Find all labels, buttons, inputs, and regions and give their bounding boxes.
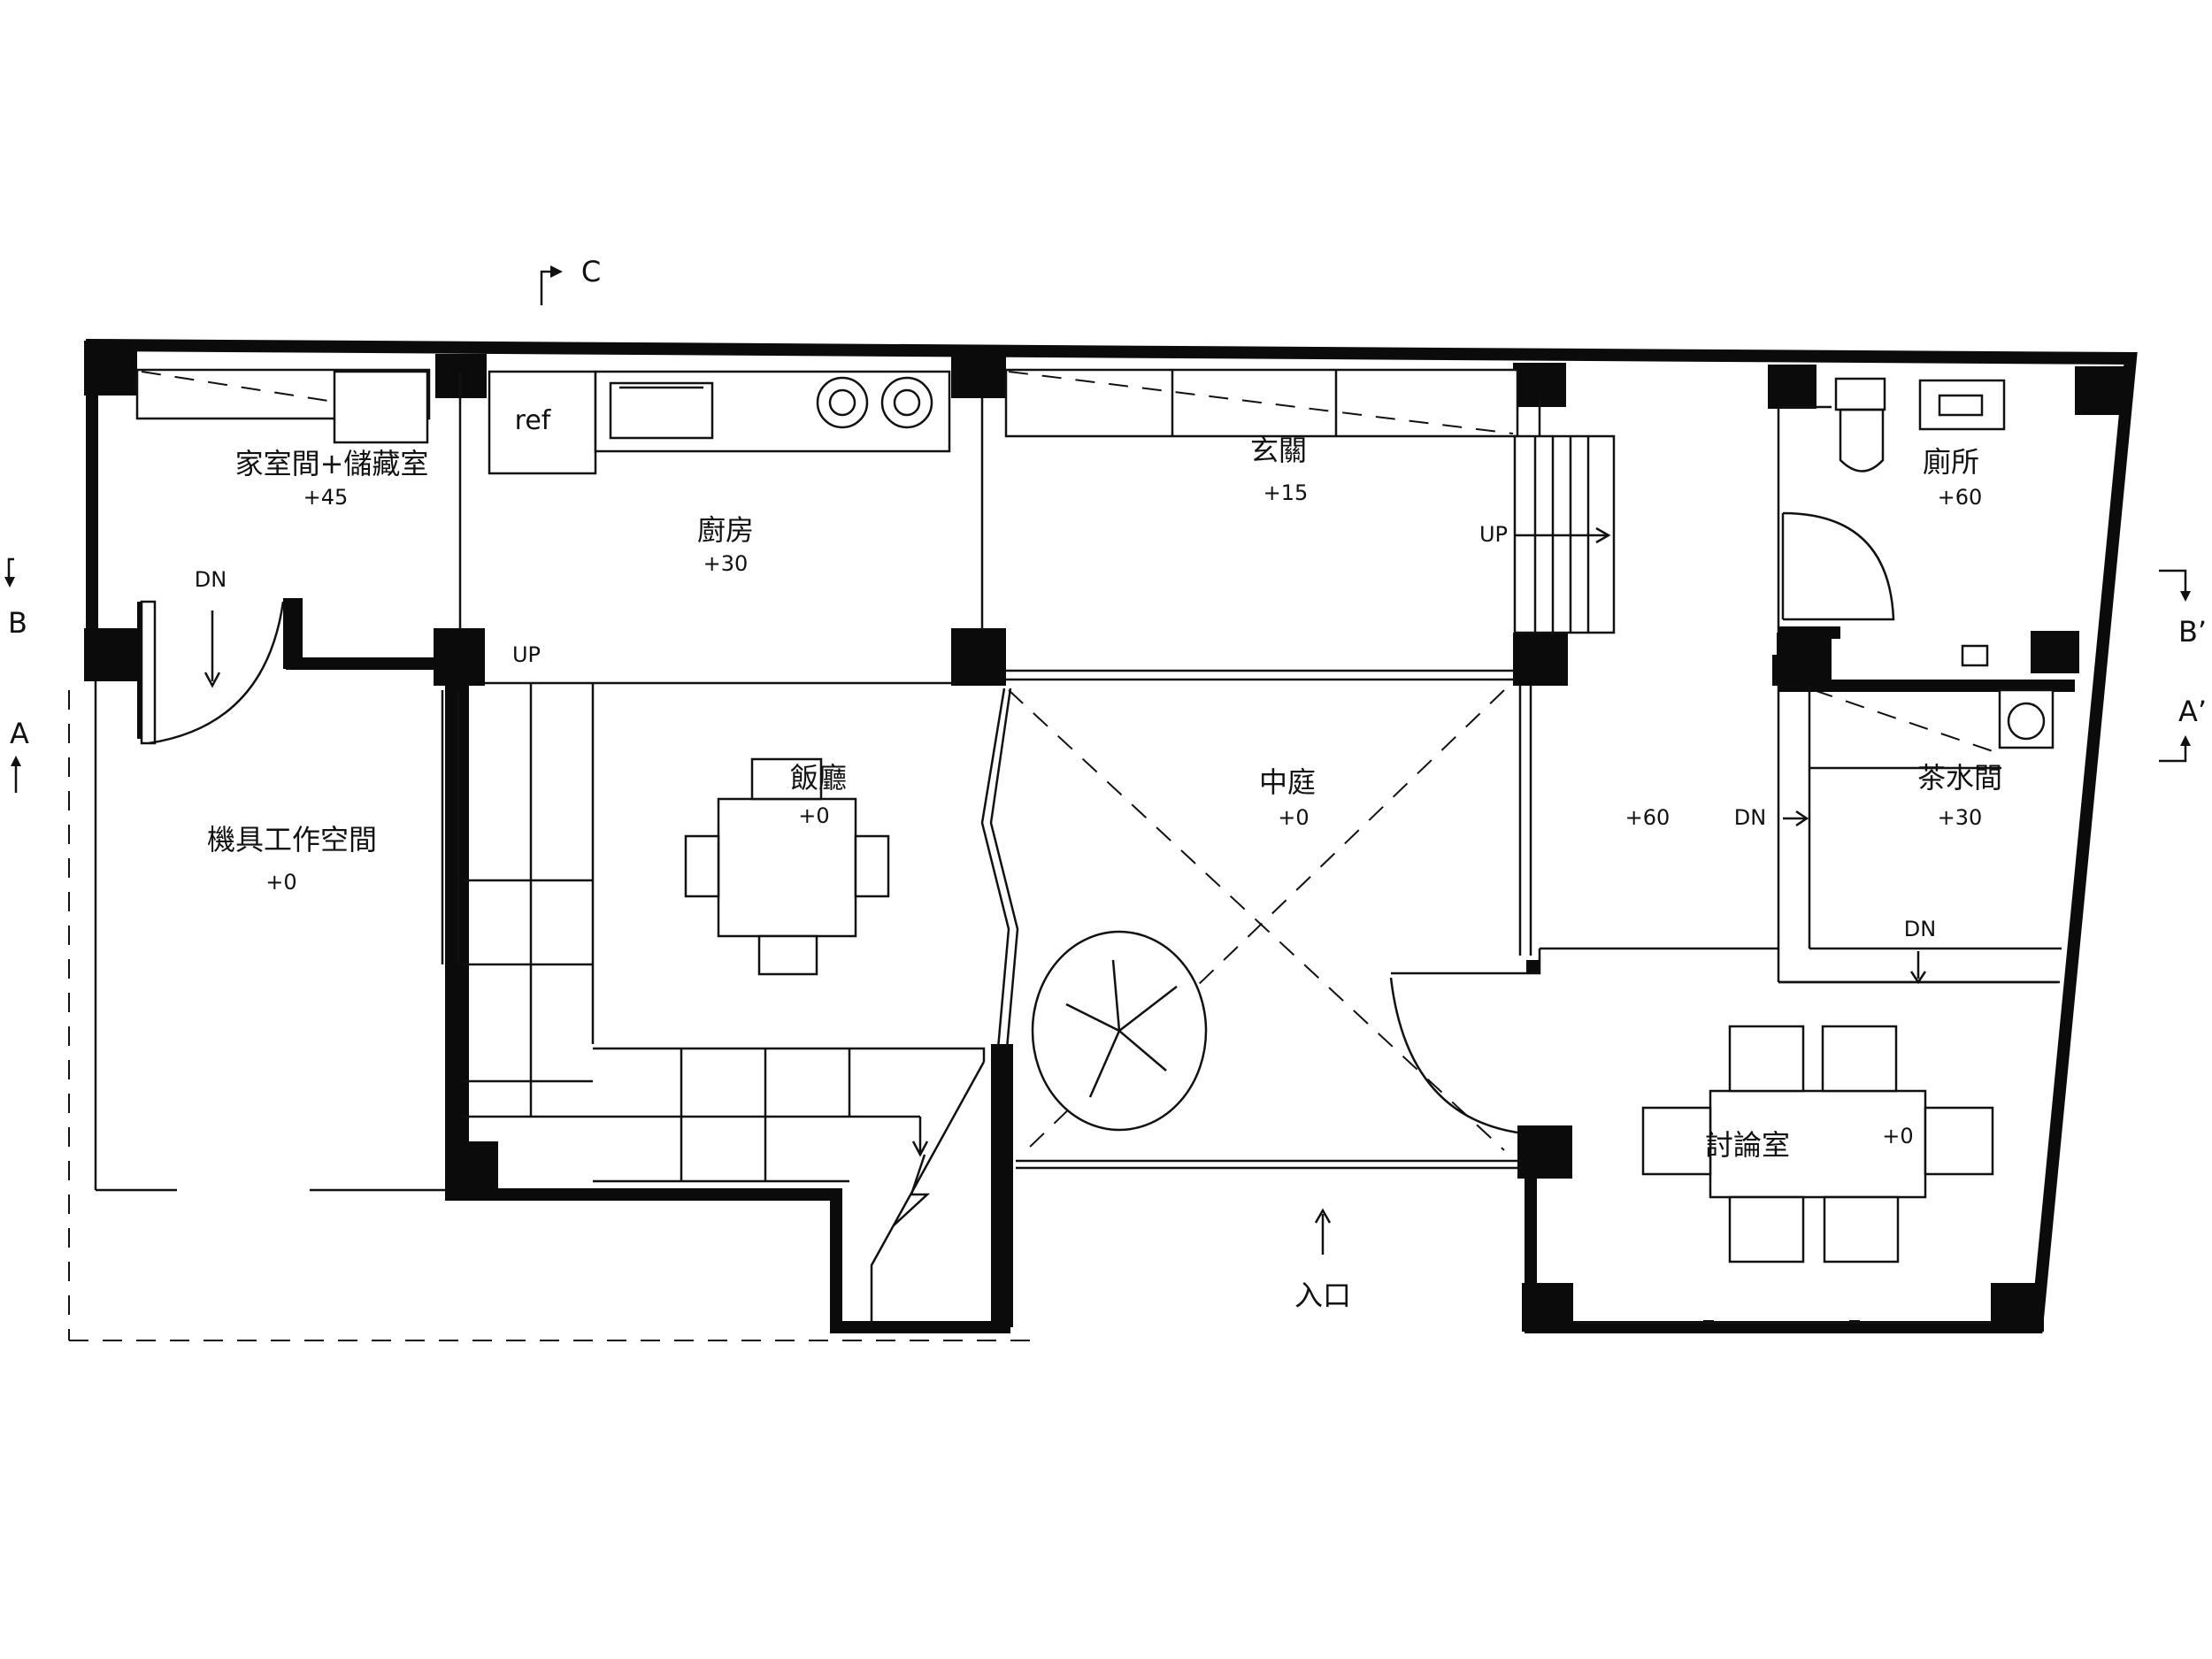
storage-dn-label: DN [195, 567, 227, 592]
section-b-right-label: B’ [2178, 615, 2207, 649]
toilet-name: 廁所 [1923, 445, 1979, 479]
courtyard-level: +0 [1278, 805, 1309, 830]
section-c-label: C [581, 255, 601, 288]
entry-label: 入口 [1294, 1279, 1351, 1312]
toilet-door [1782, 511, 1895, 621]
meeting-chair [1924, 1106, 1994, 1176]
dining-name: 飯廳 [790, 761, 847, 795]
dining-chair-top [750, 757, 823, 801]
meeting-chair [1821, 1025, 1898, 1093]
stove-icon [816, 376, 933, 429]
meeting-chair [1728, 1195, 1805, 1263]
hall-level: +60 [1625, 805, 1671, 830]
entrance-level: +15 [1263, 480, 1309, 505]
workshop-name: 機具工作空間 [207, 823, 377, 856]
refrigerator-label: ref [515, 405, 552, 436]
tea-dn-label: DN [1904, 917, 1936, 941]
toilet-bowl-icon [1839, 408, 1885, 472]
kitchen-up-label: UP [512, 642, 541, 667]
toilet-level: +60 [1938, 485, 1983, 510]
entrance-up-label: UP [1479, 522, 1508, 547]
toilet-tank [1834, 377, 1886, 411]
kitchen-name: 廚房 [697, 513, 754, 547]
washbasin-icon [1918, 379, 2006, 431]
counters [135, 368, 1519, 475]
dining-stairs [462, 683, 986, 1327]
dining-level: +0 [798, 803, 829, 828]
toilet-fixtures [1781, 377, 2006, 667]
toilet-paper-icon [1961, 644, 1989, 667]
storage-sink [333, 370, 429, 444]
entrance-name: 玄關 [1250, 434, 1307, 467]
stair-labels: DN UP UP DN DN [195, 522, 1936, 941]
courtyard-details [1008, 689, 1518, 1255]
tea-room-fixtures [1783, 688, 2055, 985]
workshop-level: +0 [265, 870, 296, 895]
tea-room-name: 茶水間 [1917, 761, 2002, 795]
hall-dn-label: DN [1734, 805, 1766, 830]
meeting-table [1641, 1025, 1994, 1263]
meeting-level: +0 [1882, 1124, 1913, 1148]
tea-room-level: +30 [1938, 805, 1983, 830]
storage-door [140, 600, 285, 745]
section-b-left-label: B [8, 606, 27, 640]
room-labels: 家室間+儲藏室 +45 廚房 +30 玄關 +15 廁所 +60 機具工作空間 … [207, 405, 2002, 1312]
entrance-stairs [1513, 434, 1616, 634]
refrigerator-outline [488, 370, 597, 475]
section-a-right-label: A’ [2178, 695, 2207, 728]
meeting-room-name: 討論室 [1705, 1128, 1790, 1162]
meeting-chair [1728, 1025, 1805, 1093]
courtyard-door-swing [1389, 977, 1518, 1134]
courtyard-name: 中庭 [1259, 765, 1316, 799]
interior-thin-lines [94, 372, 2062, 1325]
kitchen-sink [609, 381, 714, 440]
meeting-chair [1823, 1195, 1900, 1263]
section-marker-labels: C B A B’ A’ [8, 255, 2207, 750]
dining-table [684, 757, 890, 976]
dining-chair-left [684, 834, 720, 898]
site-boundary [68, 690, 1035, 1341]
entrance-cabinet [1004, 368, 1519, 438]
storage-room-name: 家室間+儲藏室 [235, 447, 429, 480]
kitchen-level: +30 [703, 551, 749, 576]
dining-chair-bottom [757, 934, 818, 976]
section-markers [4, 265, 2191, 793]
tree-icon [1031, 930, 1208, 1132]
meeting-chair [1641, 1106, 1712, 1176]
dining-chair-right [854, 834, 890, 898]
section-a-left-label: A [10, 717, 29, 750]
storage-level: +45 [303, 485, 349, 510]
wall-columns [84, 341, 2128, 1332]
